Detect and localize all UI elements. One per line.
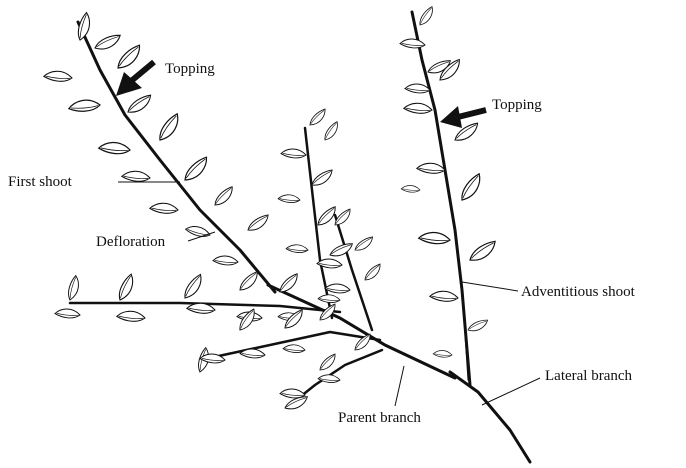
leaf [317,354,340,372]
leaf [69,97,101,114]
label-parent-branch: Parent branch [338,410,421,426]
lateral-branch [450,372,530,462]
leaf [307,109,330,127]
leaf [113,45,145,71]
leaf [98,137,130,159]
leaf [418,227,450,249]
leaf [430,286,459,306]
leaf [283,341,306,356]
leaf [185,221,211,242]
leader-adventitious [462,282,518,291]
leaf [125,95,154,115]
leaf [211,186,237,207]
leaf [179,274,207,300]
leaf [433,347,452,360]
leaf [72,12,95,41]
leaf [63,275,84,301]
leader-parent [395,366,404,406]
leaf [213,252,239,270]
topping-arrow-right [440,106,486,128]
leaf [245,214,271,232]
label-lateral-branch: Lateral branch [545,368,633,384]
label-topping-right: Topping [492,97,542,113]
leaf [281,145,307,163]
leaf [93,35,122,51]
leaf [456,173,487,202]
leaf [236,271,262,292]
label-first-shoot: First shoot [8,174,73,190]
leaf [117,306,146,326]
leaf [150,198,179,218]
leaf [44,66,73,86]
leaf [180,157,212,183]
leaf [401,182,420,195]
leaf [329,243,354,257]
leaf [467,241,499,263]
leaf [417,158,446,178]
label-adventitious-shoot: Adventitious shoot [521,284,636,300]
leaf [309,169,335,187]
leaf [187,298,216,318]
leaf [154,113,185,142]
leaf [362,264,385,282]
leaf [55,305,81,323]
leaf [122,166,151,186]
leaf [286,241,309,256]
leaf [113,274,139,302]
label-defloration: Defloration [96,234,166,250]
leader-lateral [482,378,540,405]
leaf [400,35,426,53]
leaf-group [44,6,499,410]
leaf [353,236,376,251]
leaf [416,6,438,26]
leaf [318,371,341,386]
leaf [404,98,433,118]
leaf [467,320,489,332]
leaf [276,273,302,294]
label-topping-left: Topping [165,61,215,77]
leaf [321,121,343,141]
leaf [278,191,301,206]
